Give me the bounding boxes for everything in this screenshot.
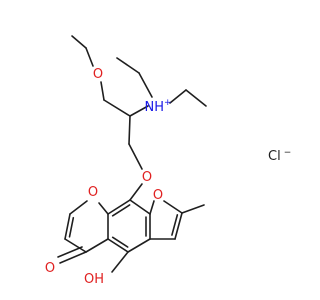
bond-c4a-c4 xyxy=(107,238,129,253)
counterion-chloride-charge: − xyxy=(284,148,292,158)
bond-c4k-o-ketone-double xyxy=(57,246,83,258)
bond-c2-c3-double xyxy=(68,216,75,238)
bond-ch2-ch xyxy=(103,99,131,117)
bond-o-ethoxy-ch2 xyxy=(100,81,105,101)
bond-c4a-c4-double xyxy=(111,236,129,248)
bond-c9a-o1 xyxy=(98,202,109,215)
bond-ch2-o-ether xyxy=(128,143,143,170)
counterion-chloride: Cl− xyxy=(268,148,291,164)
bond-o1-c2 xyxy=(69,200,88,215)
atom-n-ammonium-label: NH xyxy=(144,100,164,115)
bond-c2f-c3f-double xyxy=(171,214,179,236)
counterion-chloride-label: Cl xyxy=(268,149,281,164)
bond-c2f-c3f xyxy=(174,212,183,240)
bond-c8a-c9 xyxy=(129,199,151,215)
bond-c3-c4k xyxy=(64,238,87,253)
atom-n-ammonium: NH+ xyxy=(144,98,171,115)
atom-o-ketone: O xyxy=(45,261,55,276)
bond-c4-oh xyxy=(111,251,129,273)
bond-ethyl-b-ch3 xyxy=(185,89,207,107)
atom-o-ether: O xyxy=(142,170,152,185)
bond-c9-c9a xyxy=(107,199,131,215)
bond-c8a-o-furan xyxy=(149,200,155,215)
bond-ethyl-a-ch3 xyxy=(116,57,140,74)
bond-c9-c9a-double xyxy=(111,204,131,217)
bond-o-furan-c2f xyxy=(163,200,183,214)
atom-oh-hydroxy: OH xyxy=(84,272,104,287)
bond-ethyl-ch3-ch2 xyxy=(71,35,87,49)
bond-layer xyxy=(57,35,207,273)
atom-o-furan: O xyxy=(153,188,163,203)
bond-ch-n xyxy=(129,105,149,117)
bond-c2-c3 xyxy=(64,213,71,240)
bond-c4-c3a xyxy=(127,238,151,253)
bond-c2f-methyl xyxy=(181,204,205,214)
bond-c4k-c4a xyxy=(85,238,109,253)
atom-o-pyran: O xyxy=(88,185,98,200)
bond-c4k-o-ketone xyxy=(59,251,87,264)
atom-label-layer: O NH+ O O O O OH Cl− xyxy=(45,67,291,287)
bond-ch2-o-ethoxy xyxy=(85,47,94,67)
atom-o-ethoxy: O xyxy=(93,67,103,82)
bond-n-ethyl-a xyxy=(138,72,153,98)
molecule-diagram: O NH+ O O O O OH Cl− xyxy=(45,35,291,287)
bond-ch-ch2 xyxy=(128,115,131,145)
bond-o-ether-c9 xyxy=(129,183,143,201)
atom-n-ammonium-charge: + xyxy=(164,98,172,108)
bond-n-ethyl-b xyxy=(169,89,187,104)
